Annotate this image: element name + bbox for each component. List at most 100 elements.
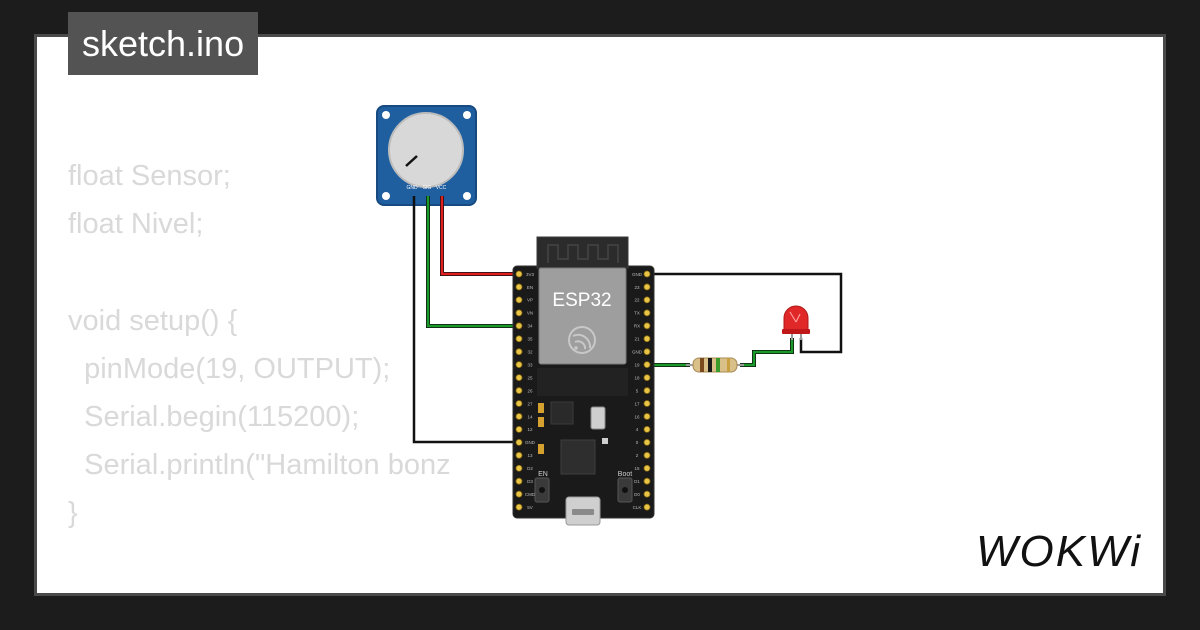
wire-gnd-pot[interactable] bbox=[412, 196, 519, 444]
header-pin[interactable] bbox=[643, 335, 651, 343]
header-pin[interactable] bbox=[643, 296, 651, 304]
header-pin[interactable] bbox=[643, 438, 651, 446]
header-pin[interactable] bbox=[515, 322, 523, 330]
resistor-band bbox=[708, 358, 712, 372]
smd-resistor bbox=[538, 403, 544, 413]
mount-hole bbox=[463, 111, 471, 119]
wire-vcc[interactable] bbox=[440, 196, 519, 276]
wire-gnd-led[interactable] bbox=[647, 272, 843, 354]
pin-label: D2 bbox=[527, 466, 533, 471]
smd-resistor bbox=[538, 417, 544, 427]
pin-label: CLK bbox=[633, 505, 642, 510]
header-pin[interactable] bbox=[515, 490, 523, 498]
header-pin[interactable] bbox=[515, 296, 523, 304]
code-line: float Nivel; bbox=[68, 208, 204, 241]
header-pin[interactable] bbox=[643, 322, 651, 330]
mount-hole bbox=[382, 192, 390, 200]
header-pin[interactable] bbox=[515, 374, 523, 382]
header-pin[interactable] bbox=[515, 464, 523, 472]
header-pin[interactable] bbox=[643, 413, 651, 420]
resistor[interactable] bbox=[686, 357, 744, 373]
boot-button-label: Boot bbox=[618, 471, 632, 478]
pin-label: 3V3 bbox=[526, 272, 535, 277]
header-pin[interactable] bbox=[515, 348, 523, 356]
pin-label: D3 bbox=[527, 479, 533, 484]
header-pin[interactable] bbox=[515, 309, 523, 317]
wifi-antenna bbox=[536, 236, 629, 269]
pin-label: 13 bbox=[527, 453, 533, 458]
header-pin[interactable] bbox=[643, 309, 651, 317]
led-rim bbox=[782, 329, 810, 334]
pin-label: RX bbox=[634, 324, 640, 329]
header-pin[interactable] bbox=[643, 503, 651, 511]
header-pin[interactable] bbox=[643, 283, 651, 291]
header-pin[interactable] bbox=[515, 335, 523, 343]
pin-label: 4 bbox=[636, 427, 639, 432]
pin-label: D1 bbox=[634, 479, 640, 484]
pin-label: 34 bbox=[527, 324, 533, 329]
knob-indicator bbox=[405, 155, 418, 167]
pin-label: 33 bbox=[527, 362, 533, 367]
header-pin[interactable] bbox=[643, 425, 651, 433]
header-pin[interactable] bbox=[643, 477, 651, 485]
header-pin[interactable] bbox=[515, 477, 523, 485]
header-pin[interactable] bbox=[643, 361, 651, 369]
usb-port-opening bbox=[572, 509, 594, 515]
pin-label: 19 bbox=[634, 362, 640, 367]
left-pin-header bbox=[515, 270, 523, 511]
potentiometer-knob[interactable] bbox=[388, 112, 464, 188]
header-pin[interactable] bbox=[515, 503, 523, 511]
wires bbox=[412, 196, 843, 444]
header-pin[interactable] bbox=[643, 464, 651, 472]
header-pin[interactable] bbox=[515, 438, 523, 446]
pot-pin-label: SIG bbox=[423, 185, 432, 191]
led-filament bbox=[789, 311, 801, 323]
header-pin[interactable] bbox=[643, 490, 651, 498]
header-pin[interactable] bbox=[515, 270, 523, 278]
led-body bbox=[783, 305, 809, 333]
pot-pin-label: GND bbox=[406, 185, 418, 191]
header-pin[interactable] bbox=[515, 413, 523, 420]
pin-label: GND bbox=[525, 440, 536, 445]
code-line: float Sensor; bbox=[68, 160, 231, 192]
potentiometer[interactable]: GND SIG VCC bbox=[376, 105, 477, 206]
led[interactable] bbox=[782, 305, 810, 340]
header-pin[interactable] bbox=[643, 387, 651, 394]
pin-label: 27 bbox=[527, 401, 533, 406]
pin-label: 2 bbox=[636, 453, 639, 458]
pin-label: 12 bbox=[527, 427, 533, 432]
resistor-body bbox=[692, 357, 738, 373]
pin-label: CMD bbox=[525, 492, 536, 497]
file-tab[interactable]: sketch.ino bbox=[68, 12, 259, 75]
mount-hole bbox=[382, 111, 390, 119]
header-pin[interactable] bbox=[643, 348, 651, 356]
pin-label: GND bbox=[632, 272, 643, 277]
header-pin[interactable] bbox=[515, 387, 523, 394]
resistor-band bbox=[727, 358, 730, 372]
en-button-label: EN bbox=[538, 471, 548, 478]
wire-sig[interactable] bbox=[426, 196, 519, 328]
header-pin[interactable] bbox=[515, 283, 523, 291]
pin-label: 21 bbox=[634, 337, 640, 342]
en-button-cap bbox=[539, 487, 545, 493]
header-pin[interactable] bbox=[515, 451, 523, 459]
pin-label: 16 bbox=[634, 414, 640, 419]
header-pin[interactable] bbox=[643, 270, 651, 278]
mount-hole bbox=[463, 192, 471, 200]
pin-label: 32 bbox=[527, 350, 533, 355]
pin-label: 17 bbox=[634, 401, 640, 406]
header-pin[interactable] bbox=[643, 400, 651, 407]
pin-label: 5V bbox=[527, 505, 533, 510]
header-pin[interactable] bbox=[515, 425, 523, 433]
smd-resistor bbox=[538, 444, 544, 454]
wokwi-logo: WOKWi bbox=[976, 527, 1143, 576]
resistor-band bbox=[700, 358, 704, 372]
wire-resistor-led[interactable] bbox=[740, 338, 794, 367]
header-pin[interactable] bbox=[515, 400, 523, 407]
header-pin[interactable] bbox=[515, 361, 523, 369]
header-pin[interactable] bbox=[643, 451, 651, 459]
esp32-board[interactable]: ESP32 EN Boot 3V3ENVPVN34353233252627141… bbox=[512, 236, 655, 526]
header-pin[interactable] bbox=[643, 374, 651, 382]
